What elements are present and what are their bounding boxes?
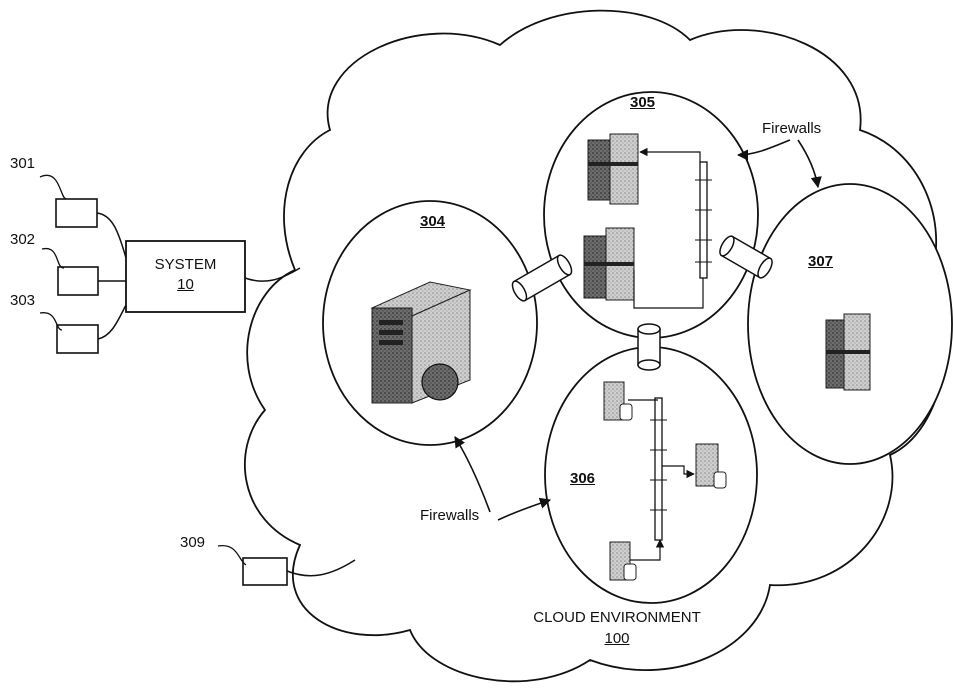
link-301-system — [96, 212, 127, 259]
server-rack-icon — [825, 313, 871, 391]
link-305-bottom — [633, 270, 704, 309]
firewalls-label-top: Firewalls — [762, 120, 822, 137]
firewall-arrow — [736, 139, 791, 161]
link-309-cloud — [286, 559, 356, 577]
firewall-arrow — [497, 497, 552, 521]
cloud-outline — [244, 9, 947, 683]
leader-303 — [39, 312, 63, 331]
device-303-box — [56, 324, 99, 354]
device-302-box — [57, 266, 99, 296]
device-309-label: 309 — [180, 534, 206, 551]
database-server-icon — [603, 381, 633, 421]
device-301-box — [55, 198, 98, 228]
server-rack-icon — [587, 133, 639, 205]
server-rack-icon — [583, 227, 635, 301]
link-303-system — [97, 304, 127, 340]
zone-306-label: 306 — [570, 470, 596, 487]
cloud-ref: 100 — [604, 630, 630, 647]
link-306-mid — [662, 465, 695, 479]
device-303-label: 303 — [10, 292, 36, 309]
device-309-box — [242, 557, 288, 586]
firewalls-label-bottom: Firewalls — [420, 507, 480, 524]
zone-305-ellipse — [543, 91, 759, 339]
system-ref: 10 — [177, 276, 194, 293]
cloud-title: CLOUD ENVIRONMENT — [533, 609, 701, 626]
leader-301 — [39, 174, 67, 200]
leader-309 — [217, 545, 247, 566]
zone-307-label: 307 — [808, 253, 834, 270]
leader-302 — [41, 248, 65, 269]
device-301-label: 301 — [10, 155, 36, 172]
zone-305-label: 305 — [630, 94, 656, 111]
database-server-icon — [695, 443, 727, 489]
tunnel-304-305 — [511, 254, 573, 302]
firewall-arrow — [454, 436, 491, 513]
server-tower-icon — [370, 281, 472, 404]
firewall-arrow — [797, 139, 822, 189]
database-server-icon — [609, 541, 637, 581]
link-306-bottom — [630, 539, 665, 561]
device-302-label: 302 — [10, 231, 36, 248]
link-305-top — [639, 147, 701, 162]
zone-304-label: 304 — [420, 213, 446, 230]
system-title: SYSTEM — [154, 256, 217, 273]
system-box — [125, 240, 246, 313]
link-system-cloud — [244, 267, 301, 282]
tunnel-305-306 — [637, 323, 661, 371]
tunnel-305-307 — [719, 235, 773, 279]
